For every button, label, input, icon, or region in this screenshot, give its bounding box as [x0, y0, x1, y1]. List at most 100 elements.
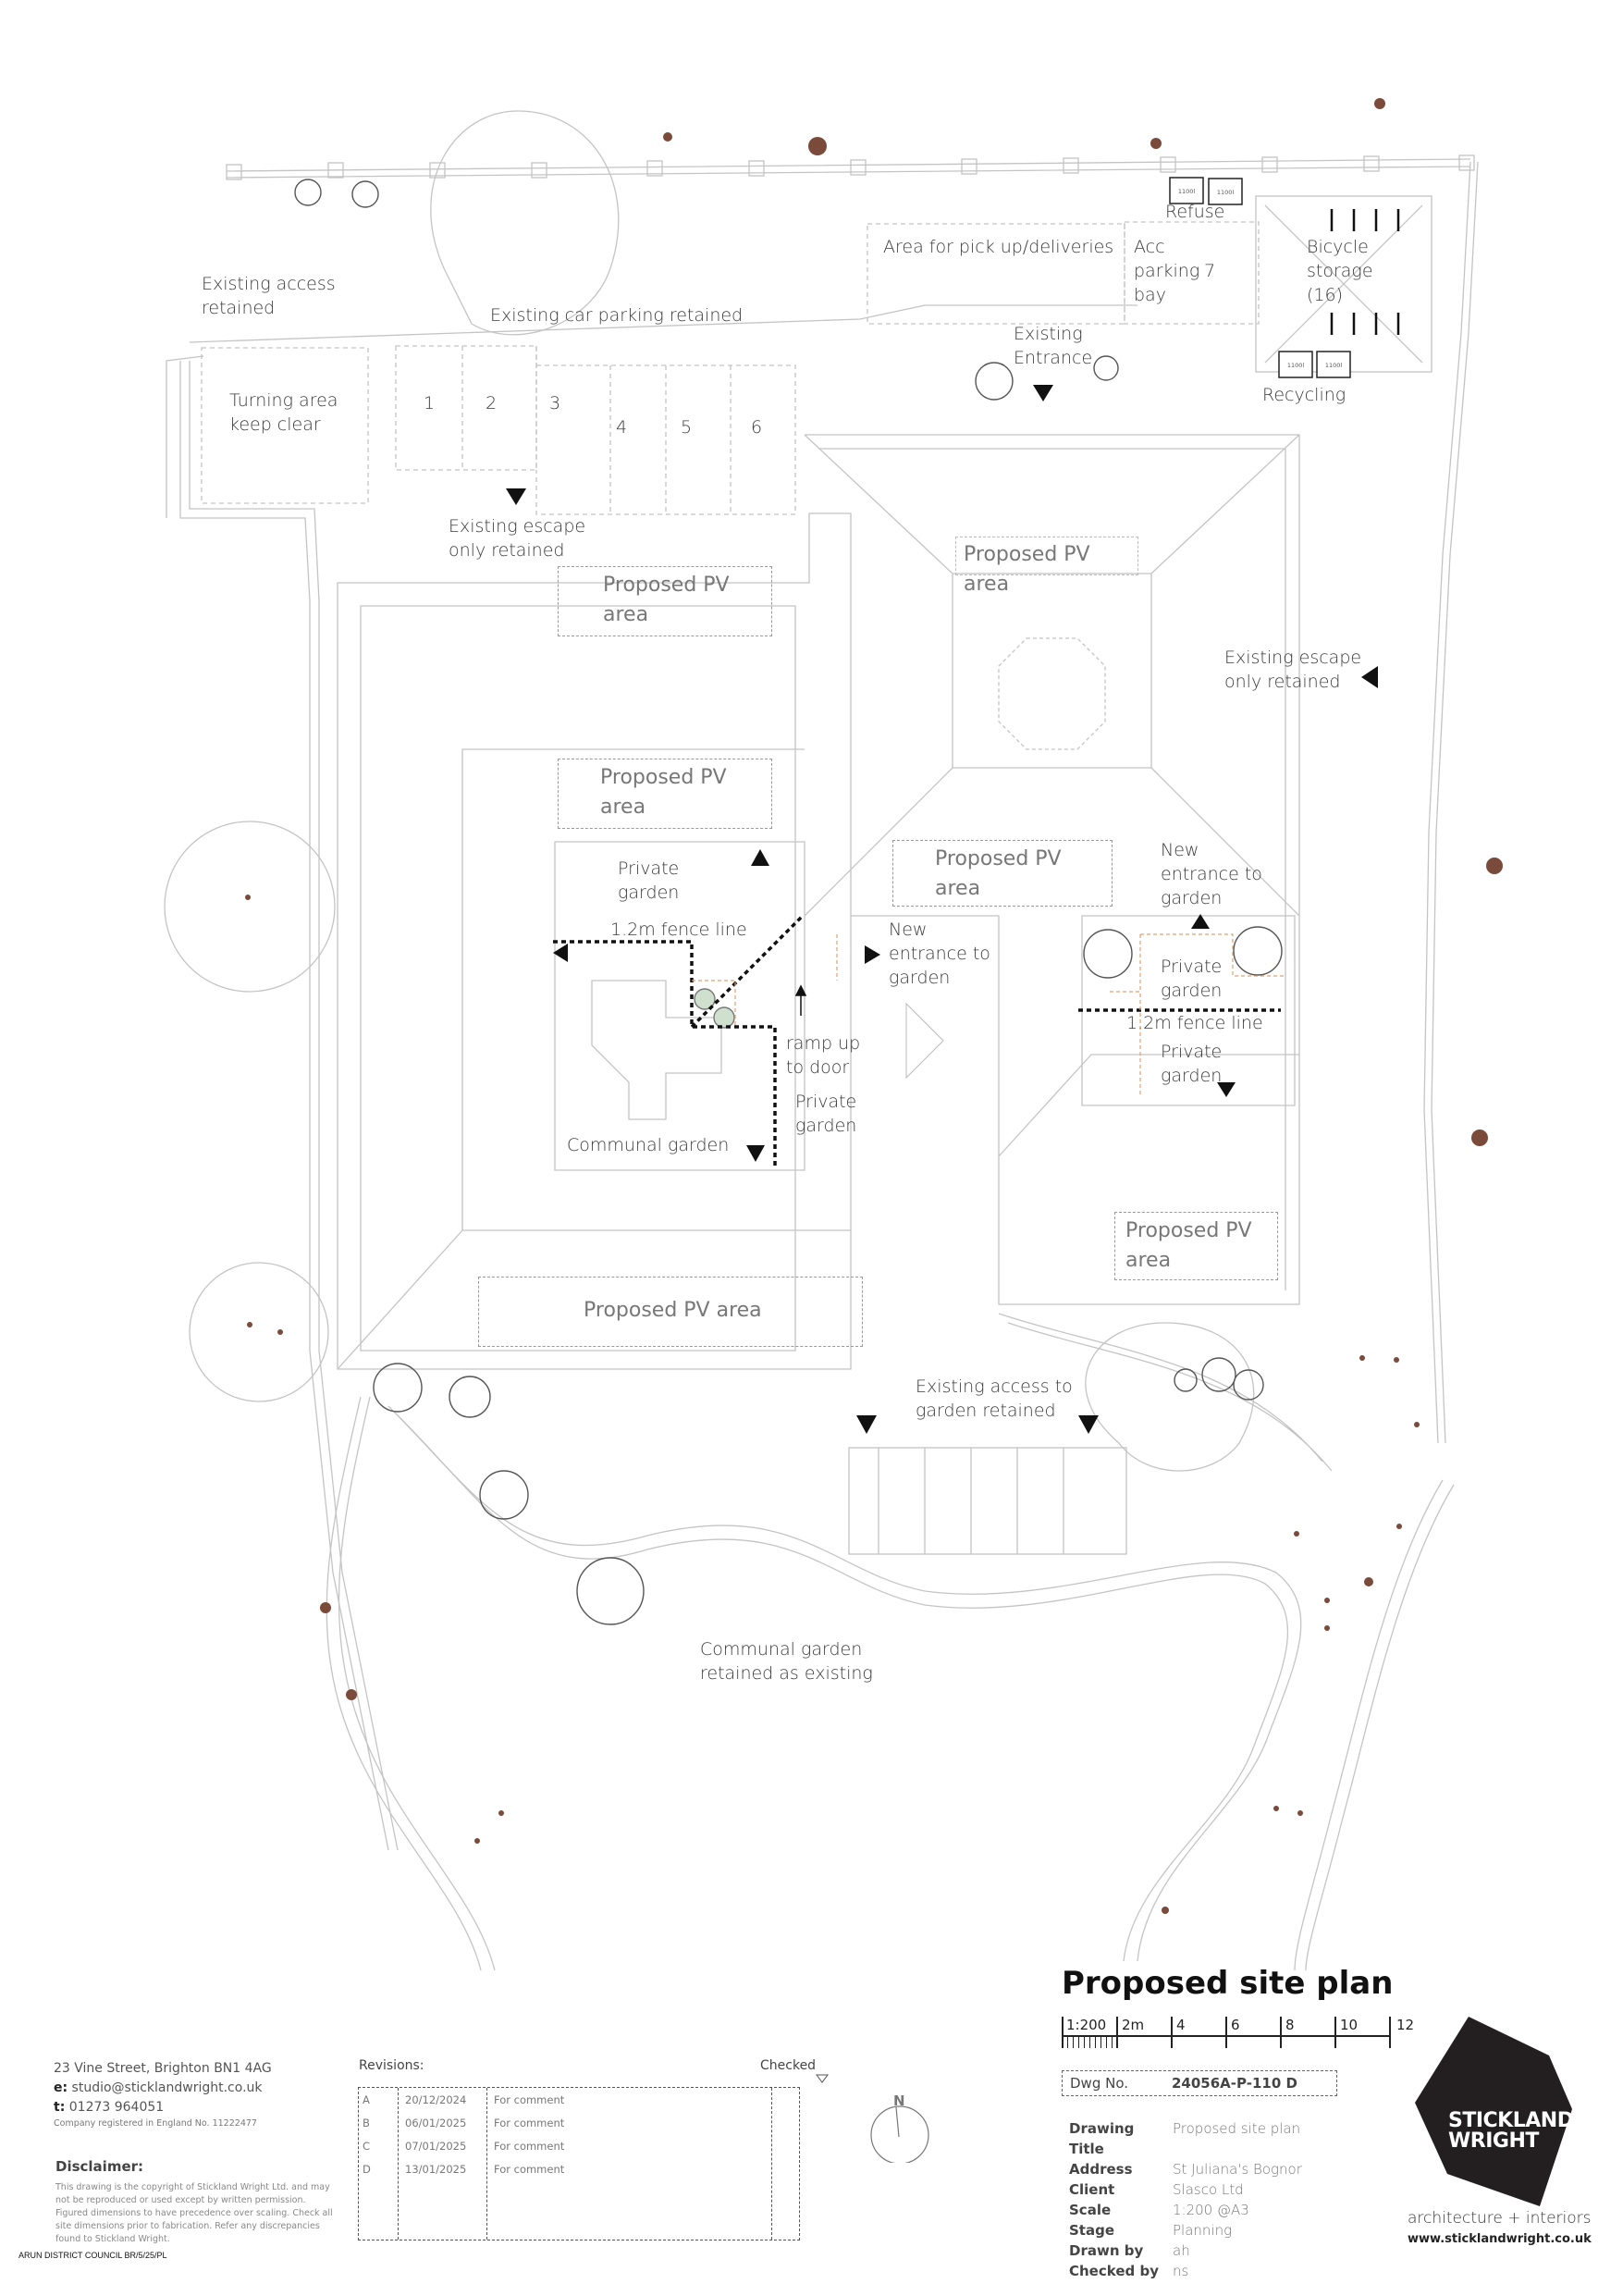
- scale-label: 12: [1396, 2017, 1415, 2033]
- scale-bar: 1:200 2m 4 6 8 10 12: [1062, 2017, 1414, 2054]
- scale-label: 6: [1231, 2017, 1240, 2033]
- label-car-parking: Existing car parking retained: [490, 305, 744, 326]
- pv-area-north-left: Proposed PV area: [558, 566, 772, 636]
- bin-label: 1100l: [1178, 188, 1196, 195]
- orange-boundaries: [692, 933, 1285, 1096]
- building-outline-east: [805, 434, 1300, 1305]
- label-new-entrance: New entrance to garden: [1161, 840, 1262, 908]
- courtyard: [554, 841, 805, 1171]
- pv-area-north-right: Proposed PV area: [955, 537, 1138, 596]
- label-fence-line: 1.2m fence line: [610, 920, 747, 940]
- logo-text: STICKLAND WRIGHT: [1448, 2109, 1574, 2153]
- pv-area-east: Proposed PV area: [1114, 1212, 1278, 1280]
- dwg-no-value: 24056A-P-110 D: [1172, 2075, 1297, 2092]
- courtyard-trees: [694, 988, 735, 1029]
- garden-path: [1305, 1484, 1455, 1971]
- parking-bay-1: 1: [424, 393, 436, 414]
- roof-lantern: [998, 637, 1106, 750]
- label-existing-entrance: Existing Entrance: [1014, 324, 1093, 368]
- label-private-garden: Private garden: [1161, 957, 1223, 1001]
- bin-label: 1100l: [1287, 362, 1305, 369]
- pv-area-mid-centre: Proposed PV area: [892, 840, 1113, 907]
- council-reference: ARUN DISTRICT COUNCIL BR/5/25/PL: [18, 2251, 167, 2260]
- garden-path: [387, 1405, 1302, 1962]
- label-escape-east: Existing escape only retained: [1224, 648, 1362, 692]
- label-ramp: ramp up to door: [786, 1033, 861, 1078]
- label-recycling: Recycling: [1262, 385, 1346, 405]
- drawing-title: Proposed site plan: [1062, 1965, 1394, 2002]
- label-fence-line: 1.2m fence line: [1126, 1013, 1263, 1033]
- garden-path: [1294, 1479, 1444, 1971]
- parking-bay-5: 5: [681, 417, 693, 438]
- bins: [1169, 177, 1351, 378]
- tree-canopy: [430, 110, 620, 336]
- bicycle-stands: [1330, 209, 1400, 335]
- company-registration: Company registered in England No. 112224…: [54, 2118, 257, 2129]
- building-outline-west: [337, 512, 852, 1370]
- garden-path: [326, 1396, 482, 1971]
- scale-label: 4: [1176, 2017, 1186, 2033]
- label-private-garden: Private garden: [795, 1092, 857, 1136]
- access-arrows: [506, 385, 1378, 1434]
- tree-trunks: [245, 98, 1503, 1914]
- tree-canopy: [189, 1262, 329, 1402]
- ramp-arrow: [794, 984, 807, 1016]
- parking-bay-6: 6: [751, 417, 763, 438]
- parking-bay-2: 2: [486, 393, 498, 414]
- label-private-garden: Private garden: [1161, 1042, 1223, 1086]
- east-boundary: [1423, 161, 1479, 1444]
- label-pickup: Area for pick up/deliveries: [883, 237, 1114, 257]
- disclaimer-text: This drawing is the copyright of Stickla…: [55, 2182, 333, 2244]
- parking-bay-3: 3: [549, 393, 561, 414]
- company-phone: 01273 964051: [68, 2100, 165, 2115]
- bin-label: 1100l: [1217, 189, 1235, 196]
- disclaimer-heading: Disclaimer:: [55, 2158, 144, 2175]
- scale-label: 8: [1285, 2017, 1295, 2033]
- garden-path: [338, 1396, 496, 1971]
- company-address: 23 Vine Street, Brighton BN1 4AG: [54, 2061, 272, 2076]
- dwg-no-label: Dwg No.: [1070, 2075, 1129, 2092]
- shrubs: [294, 179, 1283, 1625]
- parking-bay-4: 4: [616, 417, 628, 438]
- pv-area-south: Proposed PV area: [478, 1277, 863, 1347]
- south-terrace: [848, 1447, 1127, 1555]
- fence-lines: [553, 914, 1281, 1167]
- company-website[interactable]: www.sticklandwright.co.uk: [1408, 2232, 1592, 2246]
- label-acc-parking: Acc parking bay: [1134, 237, 1200, 305]
- tree-canopy: [164, 821, 336, 993]
- bin-label: 1100l: [1325, 362, 1343, 369]
- company-logo: [1415, 2017, 1572, 2206]
- checked-heading: Checked: [760, 2058, 817, 2073]
- site-plan-drawing: 1100l 1100l 1100l 1100l: [164, 98, 1503, 1971]
- scale-label: 2m: [1122, 2017, 1145, 2033]
- label-escape-north: Existing escape only retained: [449, 516, 586, 561]
- email-label: e:: [54, 2080, 68, 2095]
- label-communal-retained: Communal garden retained as existing: [700, 1639, 873, 1684]
- label-bicycle-storage: Bicycle storage (16): [1307, 237, 1373, 305]
- label-turning-area: Turning area keep clear: [229, 390, 338, 435]
- company-tagline: architecture + interiors: [1408, 2209, 1592, 2228]
- north-arrow-icon: N: [870, 2092, 929, 2163]
- checked-triangle-icon: [816, 2074, 829, 2083]
- pv-area-mid-left: Proposed PV area: [558, 759, 772, 829]
- company-email[interactable]: studio@sticklandwright.co.uk: [71, 2080, 263, 2095]
- scale-label: 10: [1340, 2017, 1359, 2033]
- east-courtyard: [1081, 915, 1296, 1106]
- tel-label: t:: [54, 2100, 66, 2115]
- scale-label: 1:200: [1066, 2017, 1107, 2033]
- label-communal-garden: Communal garden: [567, 1135, 730, 1155]
- drawing-number-box: Dwg No. 24056A-P-110 D: [1062, 2070, 1337, 2096]
- label-refuse: Refuse: [1165, 202, 1225, 222]
- fence-posts: [226, 154, 1475, 180]
